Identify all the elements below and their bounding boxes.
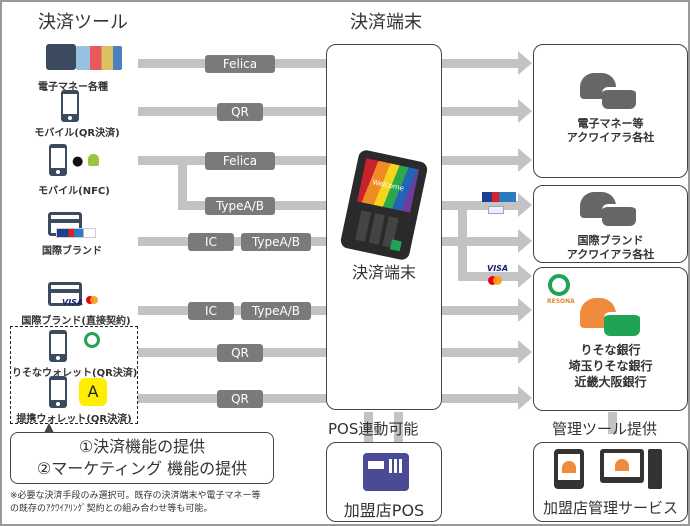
arrow-shaft [442, 237, 520, 246]
arrow-shaft [442, 59, 520, 68]
credit-card-icon [48, 282, 82, 306]
arrow-head [518, 99, 532, 123]
qr-phone-icon [61, 90, 79, 122]
wallet-group-outline [10, 326, 138, 424]
connection-branch-nfc [178, 156, 187, 206]
mastercard-icon [86, 296, 98, 305]
pill-typeab: TypeA/B [205, 197, 275, 215]
acquirer-box-emoney: 電子マネー等 アクワイアラ各社 [533, 44, 688, 178]
callout-pointer [44, 423, 54, 433]
arrow-shaft [442, 306, 520, 315]
terminal-label: 決済端末 [351, 263, 416, 282]
pill-typeab: TypeA/B [241, 233, 311, 251]
arrow-shaft [442, 107, 520, 116]
pos-up-arrow [364, 412, 373, 442]
mastercard-icon [488, 276, 502, 285]
callout-line-1: ①決済機能の提供 [78, 437, 206, 456]
tool-label-mobile-qr: モバイル(QR決済) [34, 128, 120, 139]
diners-icon [488, 206, 504, 214]
visa-icon: VISA [62, 298, 84, 307]
arrow-head [518, 193, 532, 217]
arrow-head [518, 298, 532, 322]
pill-felica: Felica [205, 55, 275, 73]
android-icon [88, 154, 99, 166]
pill-ic: IC [188, 233, 234, 251]
footnote: ※必要な決済手段のみ選択可。既存の決済端末や電子マネー等 の既存のｱｸﾜｲｱﾘﾝ… [10, 490, 261, 516]
mgmt-label: 加盟店管理サービス [542, 499, 678, 517]
pill-qr: QR [217, 344, 263, 362]
acquirer-label: りそな銀行 埼玉りそな銀行 近畿大阪銀行 [568, 343, 653, 389]
database-icon [604, 312, 640, 336]
mgmt-box: 加盟店管理サービス [533, 442, 688, 522]
pos-terminal-icon [363, 453, 409, 491]
tool-label-intl-brand-direct: 国際ブランド(直接契約) [21, 316, 131, 327]
pos-label: 加盟店POS [343, 501, 425, 520]
gauge-icon [562, 461, 576, 473]
arrow-shaft [442, 201, 520, 210]
pill-typeab: TypeA/B [241, 302, 311, 320]
database-icon [602, 87, 636, 109]
arrow-head [518, 264, 532, 288]
resona-logo-icon [84, 332, 100, 348]
arrow-shaft [442, 348, 520, 357]
acquirer-label: 電子マネー等 アクワイアラ各社 [566, 117, 655, 144]
mgmt-arrow [608, 412, 617, 434]
arrow-shaft [442, 156, 520, 165]
arrow-head [518, 340, 532, 364]
tools-heading: 決済ツール [38, 12, 128, 33]
jcb-amex-icon [482, 192, 516, 202]
pc-tower-icon [648, 449, 662, 489]
arrow-head [518, 229, 532, 253]
tablet-icon [554, 449, 584, 489]
tool-label-mobile-nfc: モバイル(NFC) [38, 186, 110, 197]
visa-icon: VISA [487, 264, 509, 273]
arrow-head [518, 386, 532, 410]
payment-terminal-image: Welcome [339, 148, 429, 262]
tool-label-partner-wallet: 提携ウォレット(QR決済) [16, 414, 132, 425]
pill-qr: QR [217, 390, 263, 408]
jcb-amex-diners-icon [56, 228, 96, 238]
tool-label-emoney: 電子マネー各種 [38, 82, 108, 93]
footnote-line-2: の既存のｱｸﾜｲｱﾘﾝｸﾞ契約との組み合わせ等も可能。 [10, 504, 213, 514]
resona-logo-icon [548, 274, 570, 296]
arrow-shaft [442, 394, 520, 403]
ic-card-icon [46, 44, 76, 70]
arrow-head [518, 148, 532, 172]
nfc-phone-icon [49, 144, 67, 176]
tool-label-intl-brand: 国際ブランド [42, 246, 102, 257]
resona-logo-text: RESONA [547, 298, 575, 305]
terminal-box: Welcome 決済端末 [326, 44, 442, 410]
emoney-brand-logos-icon [76, 46, 122, 70]
callout-line-2: ②マーケティング 機能の提供 [36, 459, 248, 478]
pill-ic: IC [188, 302, 234, 320]
partner-wallet-logo-icon: A [79, 378, 107, 406]
mgmt-tool-label: 管理ツール提供 [552, 420, 658, 438]
pos-down-arrow [394, 412, 403, 442]
qr-phone-icon [49, 376, 67, 408]
acquirer-box-intl: 国際ブランド アクワイアラ各社 [533, 185, 688, 263]
terminal-heading: 決済端末 [350, 12, 422, 33]
tool-label-resona-wallet: りそなウォレット(QR決済) [12, 368, 138, 379]
pos-box: 加盟店POS [326, 442, 442, 522]
gauge-icon [615, 459, 629, 471]
footnote-line-1: ※必要な決済手段のみ選択可。既存の決済端末や電子マネー等 [10, 491, 261, 501]
qr-phone-icon [49, 330, 67, 362]
database-icon [602, 204, 636, 226]
monitor-icon [600, 449, 644, 483]
green-key [389, 239, 402, 252]
arrow-head [518, 51, 532, 75]
pill-qr: QR [217, 103, 263, 121]
pill-felica: Felica [205, 152, 275, 170]
acquirer-label: 国際ブランド アクワイアラ各社 [566, 234, 655, 261]
callout-box: ①決済機能の提供 ②マーケティング 機能の提供 [10, 432, 274, 484]
pos-link-label: POS連動可能 [328, 420, 419, 438]
apple-icon: ● [72, 154, 84, 169]
acquirer-box-resona: RESONA りそな銀行 埼玉りそな銀行 近畿大阪銀行 [533, 267, 688, 411]
